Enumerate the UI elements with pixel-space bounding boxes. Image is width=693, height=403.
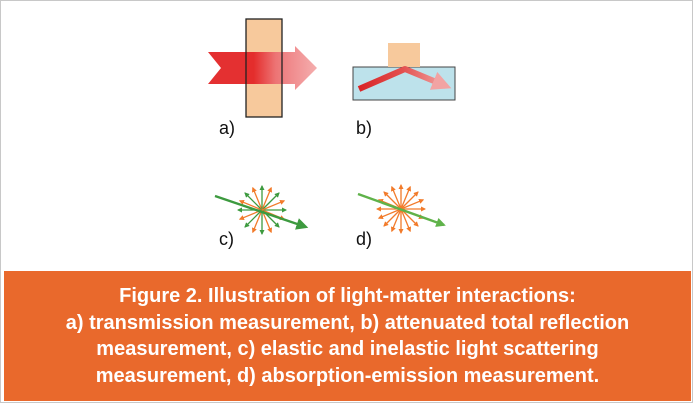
radiating-ray — [400, 185, 412, 210]
sample-slab-outline — [245, 18, 283, 118]
radiating-ray — [400, 208, 412, 233]
panel-d-label: d) — [356, 229, 373, 249]
radiating-ray — [400, 208, 419, 227]
scattering-incident-beam — [214, 194, 309, 230]
radiating-ray — [244, 209, 263, 228]
caption-line-3: measurement, c) elastic and inelastic li… — [96, 338, 599, 360]
panel-a-label: a) — [219, 118, 236, 138]
radiating-ray — [400, 191, 419, 210]
absorption-incident-beam — [357, 192, 446, 227]
atr-sample — [388, 43, 420, 67]
panel-a-transmission-diagram — [208, 18, 456, 236]
panel-b-label: b) — [356, 118, 373, 138]
emission-starburst — [375, 183, 427, 235]
radiating-ray — [251, 209, 263, 234]
radiating-ray — [377, 208, 402, 220]
radiating-ray — [390, 208, 402, 233]
panel-c-label: c) — [219, 229, 234, 249]
radiating-ray — [244, 192, 263, 211]
radiating-ray — [261, 186, 273, 211]
figure-illustrations: a) b) c) d) — [1, 1, 693, 271]
radiating-ray — [383, 191, 402, 210]
radiating-ray — [261, 192, 280, 211]
radiating-ray — [400, 198, 425, 210]
figure-caption-band: Figure 2. Illustration of light-matter i… — [4, 271, 691, 401]
radiating-ray — [261, 199, 286, 211]
radiating-ray — [383, 208, 402, 227]
radiating-ray — [390, 185, 402, 210]
caption-line-1: Figure 2. Illustration of light-matter i… — [119, 285, 576, 307]
caption-line-4: measurement, d) absorption-emission meas… — [95, 364, 600, 387]
radiating-ray — [238, 199, 263, 211]
scattering-starburst — [236, 184, 288, 236]
atr-beam — [357, 66, 452, 92]
figure-caption: Figure 2. Illustration of light-matter i… — [4, 283, 691, 389]
caption-line-2: a) transmission measurement, b) attenuat… — [65, 311, 630, 334]
radiating-ray — [251, 186, 263, 211]
transmission-beam-arrow — [208, 46, 317, 90]
